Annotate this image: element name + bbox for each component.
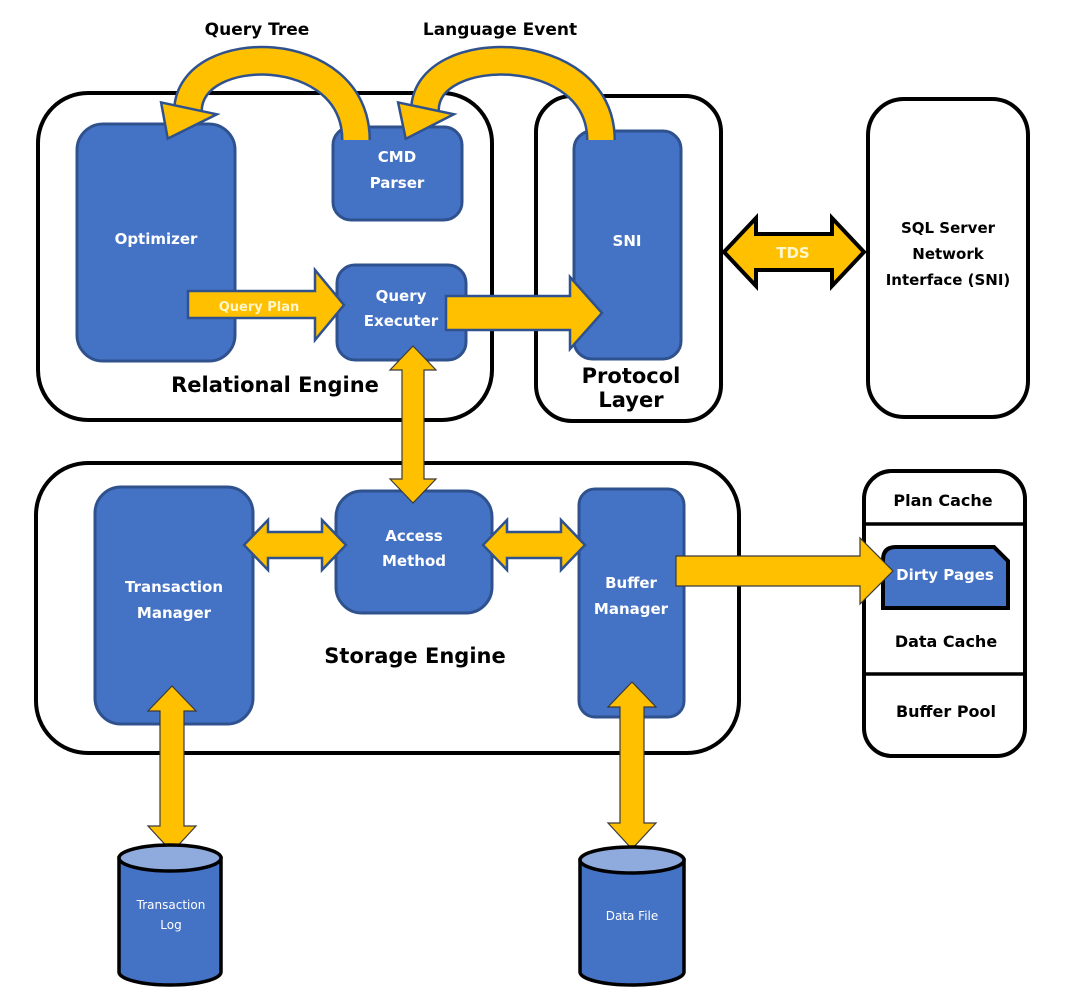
query-tree-arrowhead xyxy=(159,100,221,141)
buffer-manager-label-line1: Buffer xyxy=(605,574,657,592)
data-file-arrow xyxy=(606,681,658,850)
transaction-manager-label-line1: Transaction xyxy=(125,578,223,596)
protocol-layer-label-line1: Protocol xyxy=(582,364,681,388)
tds-label: TDS xyxy=(776,244,810,262)
buffer-pool-label: Buffer Pool xyxy=(896,702,996,721)
data-file-cylinder xyxy=(578,845,686,987)
language-event-label: Language Event xyxy=(423,20,577,40)
relational-engine-label: Relational Engine xyxy=(171,373,379,397)
sni-interface-label-line2: Network xyxy=(912,245,984,263)
access-method-label-line1: Access xyxy=(385,527,442,545)
query-executer-label-line2: Executer xyxy=(364,312,439,330)
protocol-layer-label-line2: Layer xyxy=(598,388,664,412)
sni-interface-label-line3: Interface (SNI) xyxy=(886,271,1011,289)
transaction-manager-label-line2: Manager xyxy=(137,604,212,622)
language-event-arrowhead xyxy=(396,100,458,141)
buffer-to-dirty-pages-arrow xyxy=(675,536,894,606)
transaction-access-arrow xyxy=(242,516,348,574)
transaction-log-label-line1: Transaction xyxy=(136,898,206,912)
sni-box xyxy=(572,129,683,361)
plan-cache-label: Plan Cache xyxy=(893,491,992,510)
executer-to-sni-arrow xyxy=(444,273,604,353)
data-file-label: Data File xyxy=(606,909,659,923)
storage-engine-label: Storage Engine xyxy=(324,644,505,668)
sql-server-network-interface-container xyxy=(866,97,1030,419)
dirty-pages-box xyxy=(881,545,1010,610)
transaction-log-arrow xyxy=(146,685,198,853)
cmd-parser-box xyxy=(331,125,464,222)
buffer-pool-container xyxy=(862,469,1027,758)
query-plan-arrow xyxy=(186,266,346,344)
tds-arrow xyxy=(721,212,867,292)
query-plan-label: Query Plan xyxy=(219,300,300,315)
transaction-log-label-line2: Log xyxy=(160,918,181,932)
cmd-parser-label-line2: Parser xyxy=(370,174,425,192)
query-executer-label-line1: Query xyxy=(376,287,427,305)
dirty-pages-label: Dirty Pages xyxy=(896,566,994,584)
access-method-label-line2: Method xyxy=(382,552,446,570)
optimizer-label: Optimizer xyxy=(115,230,198,248)
language-event-arrow-body xyxy=(412,48,614,141)
sni-label: SNI xyxy=(613,232,642,250)
executer-access-method-arrow xyxy=(388,345,438,504)
transaction-log-cylinder xyxy=(117,843,223,987)
access-buffer-arrow xyxy=(481,516,587,574)
query-tree-arrow-body xyxy=(175,48,369,141)
query-tree-label: Query Tree xyxy=(205,20,310,40)
sni-interface-label-line1: SQL Server xyxy=(901,219,996,237)
cmd-parser-label-line1: CMD xyxy=(378,148,416,166)
buffer-manager-label-line2: Manager xyxy=(594,600,669,618)
data-cache-label: Data Cache xyxy=(895,632,998,651)
